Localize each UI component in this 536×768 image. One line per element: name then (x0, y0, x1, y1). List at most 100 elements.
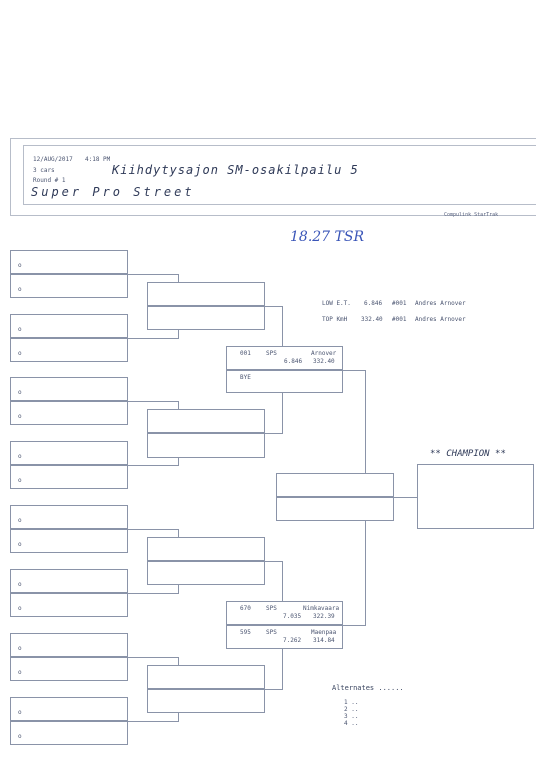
semi-bottom-speed-2: 314.84 (313, 637, 335, 644)
r1-seed-marker: o (18, 733, 22, 740)
final-slot-1 (276, 473, 394, 497)
connector (128, 401, 178, 402)
r1-seed-marker: o (18, 350, 22, 357)
header-inner-frame (23, 145, 536, 205)
connector (178, 657, 179, 665)
semi-bottom-et: 7.035 (283, 613, 302, 620)
low-et-value: 6.846 (364, 300, 383, 307)
connector (178, 274, 179, 282)
event-title: Kiihdytysajon SM-osakilpailu 5 (112, 163, 359, 177)
low-et-label: LOW E.T. (322, 300, 351, 307)
header-round: Round # 1 (33, 177, 66, 184)
r2-slot-5 (147, 537, 265, 561)
connector (128, 593, 178, 594)
champion-label: ** CHAMPION ** (430, 449, 506, 459)
r1-slot-14: o (10, 657, 128, 681)
r1-slot-8: o (10, 465, 128, 489)
connector (128, 721, 178, 722)
r1-seed-marker: o (18, 413, 22, 420)
connector (178, 585, 179, 594)
semi-bottom-slot-1: 670 SPS Nimkavaara 7.035 322.39 (226, 601, 343, 625)
connector (265, 689, 282, 690)
semi-bottom-driver: Nimkavaara (303, 605, 340, 612)
r1-seed-marker: o (18, 477, 22, 484)
semi-bottom-car-2: 595 (240, 629, 251, 636)
r2-slot-4 (147, 433, 265, 458)
r1-seed-marker: o (18, 453, 22, 460)
low-et-car: #001 (392, 300, 407, 307)
connector (265, 433, 282, 434)
connector (343, 370, 365, 371)
semi-bottom-driver-2: Maenpaa (311, 629, 337, 636)
connector (178, 401, 179, 409)
header-date: 12/AUG/2017 (33, 156, 73, 163)
champion-box (417, 464, 534, 529)
connector (128, 465, 178, 466)
connector (178, 529, 179, 537)
connector (178, 713, 179, 722)
r2-slot-7 (147, 665, 265, 689)
r1-seed-marker: o (18, 541, 22, 548)
r1-slot-10: o (10, 529, 128, 553)
connector (282, 393, 283, 434)
connector (282, 561, 283, 601)
connector (282, 649, 283, 690)
r2-slot-2 (147, 306, 265, 330)
top-speed-label: TOP KmH (322, 316, 348, 323)
alternate-item: 4 .. (344, 720, 359, 727)
r1-slot-6: o (10, 401, 128, 425)
r1-slot-4: o (10, 338, 128, 362)
r2-slot-6 (147, 561, 265, 585)
connector (128, 274, 178, 275)
alternate-item: 1 .. (344, 699, 359, 706)
semi-top-driver: Arnover (311, 350, 337, 357)
final-slot-2 (276, 497, 394, 521)
r1-seed-marker: o (18, 389, 22, 396)
top-speed-car: #001 (392, 316, 407, 323)
r1-slot-13: o (10, 633, 128, 657)
connector (265, 561, 282, 562)
r1-seed-marker: o (18, 326, 22, 333)
header-cars: 3 cars (33, 167, 55, 174)
r1-seed-marker: o (18, 286, 22, 293)
software-credit: Compulink StarTrak (444, 212, 499, 218)
low-et-driver: Andres Arnover (415, 300, 466, 307)
alternate-item: 2 .. (344, 706, 359, 713)
connector (178, 458, 179, 466)
r1-seed-marker: o (18, 517, 22, 524)
header-time: 4:18 PM (85, 156, 111, 163)
connector (128, 657, 178, 658)
semi-bottom-et-2: 7.262 (283, 637, 302, 644)
r1-slot-7: o (10, 441, 128, 465)
connector (365, 521, 366, 626)
semi-top-slot-2: BYE (226, 370, 343, 393)
r2-slot-3 (147, 409, 265, 433)
handwritten-note: 18.27 TSR (290, 229, 364, 245)
alternates-label: Alternates ...... (332, 684, 404, 692)
connector (178, 330, 179, 339)
r1-seed-marker: o (18, 605, 22, 612)
r1-slot-5: o (10, 377, 128, 401)
connector (394, 497, 417, 498)
top-speed-value: 332.40 (361, 316, 383, 323)
top-speed-driver: Andres Arnover (415, 316, 466, 323)
r1-seed-marker: o (18, 581, 22, 588)
semi-top-bye: BYE (240, 374, 251, 381)
semi-top-car: 001 (240, 350, 251, 357)
r1-seed-marker: o (18, 645, 22, 652)
semi-bottom-slot-2: 595 SPS Maenpaa 7.262 314.84 (226, 625, 343, 649)
header-frame (10, 138, 536, 216)
r2-slot-1 (147, 282, 265, 306)
r1-slot-11: o (10, 569, 128, 593)
r1-slot-9: o (10, 505, 128, 529)
semi-top-speed: 332.40 (313, 358, 335, 365)
r1-slot-16: o (10, 721, 128, 745)
connector (282, 306, 283, 346)
semi-bottom-car: 670 (240, 605, 251, 612)
r1-seed-marker: o (18, 709, 22, 716)
semi-top-class: SPS (266, 350, 277, 357)
semi-bottom-speed: 322.39 (313, 613, 335, 620)
semi-top-et: 6.846 (284, 358, 303, 365)
connector (128, 338, 178, 339)
connector (365, 370, 366, 473)
